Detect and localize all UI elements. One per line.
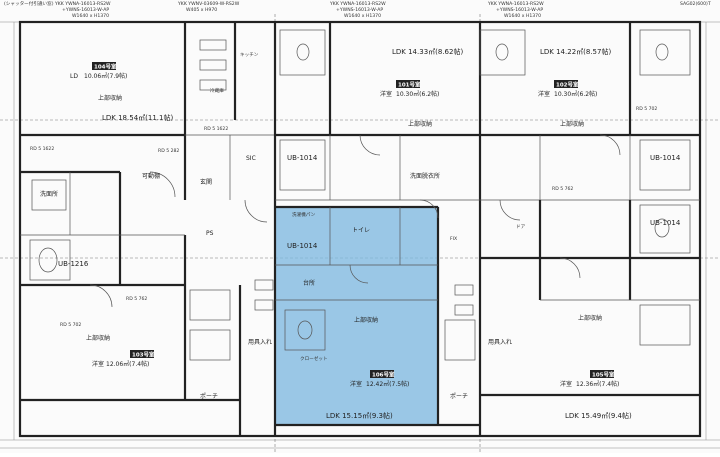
header-right-1-size: W1640 x H1370	[344, 13, 381, 19]
room-toilet: トイレ	[352, 227, 370, 234]
unit-104-tag-text: 104号室	[94, 63, 117, 71]
unit-101-area: 10.30㎡(6.2帖)	[396, 90, 439, 98]
room-kadoudana: 可動棚	[142, 172, 160, 180]
unit-102-tag-text: 102号室	[556, 81, 579, 89]
room-storage-104: 上部収納	[98, 94, 122, 102]
unit-105-room: 洋室	[560, 380, 572, 388]
unit-105-area: 12.36㎡(7.4帖)	[576, 380, 619, 388]
unit-105-tag-text: 105号室	[592, 371, 615, 379]
room-ub-d: UB-1014	[650, 219, 681, 227]
unit-103-tag-text: 103号室	[132, 351, 155, 359]
header-mid-left: YKK YWNV-03609-W-RS2W	[177, 1, 240, 7]
unit-tag-101: 101号室 洋室 10.30㎡(6.2帖)	[380, 80, 439, 98]
note-reizouko: 冷蔵庫	[210, 87, 224, 94]
unit-tag-104: 104号室 LD 10.06㎡(7.9帖)	[70, 62, 127, 80]
unit-102-room: 洋室	[538, 90, 550, 98]
room-storage-103: 上部収納	[86, 334, 110, 342]
header-right-1: YKK YWNA-16013-RS2W	[329, 1, 386, 7]
unit-106-room: 洋室	[350, 380, 362, 388]
room-yoguire-right: 用具入れ	[488, 339, 512, 346]
unit-102-area: 10.30㎡(6.2帖)	[554, 90, 597, 98]
unit-tag-103: 103号室 洋室 12.06㎡(7.4帖)	[92, 350, 155, 368]
highlighted-unit-106	[274, 206, 439, 426]
room-senmenjo: 洗面脱衣所	[410, 172, 440, 180]
room-sic: SIC	[246, 155, 256, 162]
fixtures	[38, 39, 670, 340]
header-note: (シャッター付引違い窓) YKK YWNA-16013-RS2W	[4, 0, 111, 7]
window-label-4: RD 5 282	[158, 148, 179, 154]
window-label-7: RD 5 762	[552, 186, 573, 192]
room-storage-105: 上部収納	[578, 314, 602, 322]
left-block-walls	[20, 22, 275, 436]
unit-tag-102: 102号室 洋室 10.30㎡(6.2帖)	[538, 80, 597, 98]
note-kitchen: キッチン	[240, 52, 259, 58]
unit-104-area: 10.06㎡(7.9帖)	[84, 72, 127, 80]
room-genkan: 玄関	[200, 178, 212, 186]
note-sentakuki: 洗濯機パン	[292, 211, 316, 218]
room-porch-right: ポーチ	[450, 392, 468, 400]
window-label-3: RD 5 762	[126, 296, 147, 302]
top-units-walls	[273, 22, 700, 436]
header-right-2-sub: +YWNS-16013-W-AP	[496, 7, 543, 13]
note-fix: FIX	[450, 236, 457, 242]
window-label-6: RD 5 702	[636, 106, 657, 112]
outer-walls	[18, 20, 702, 438]
window-label-2: RD 5 1622	[204, 126, 228, 132]
room-ub-c: UB-1014	[287, 242, 318, 250]
room-ldk-bottom-mid: LDK 15.15㎡(9.3帖)	[326, 411, 393, 420]
unit-106-tag-text: 106号室	[372, 371, 395, 379]
header-right-1-sub: +YWNS-16013-W-AP	[336, 7, 383, 13]
room-ldk-bottom-right: LDK 15.49㎡(9.4帖)	[565, 411, 632, 420]
room-yoguire-left: 用具入れ	[248, 339, 272, 346]
header-note-sub: +YWNS-16013-W-AP	[62, 7, 109, 13]
room-senmen: 洗面所	[40, 190, 58, 198]
header-right-2-size: W1640 x H1370	[504, 13, 541, 19]
header-far-right: SAG02(600)T	[680, 1, 711, 7]
room-storage-101: 上部収納	[408, 120, 432, 128]
room-ldk-top-right: LDK 14.22㎡(8.57帖)	[540, 47, 611, 56]
door-swings	[89, 134, 621, 308]
window-label-1: RD 5 1622	[30, 146, 54, 152]
room-ldk-top-left: LDK 14.33㎡(8.62帖)	[392, 47, 463, 56]
room-ldk-left-mid: LDK 18.54㎡(11.1帖)	[102, 113, 173, 122]
room-storage-102: 上部収納	[560, 120, 584, 128]
room-daidokoro: 台所	[303, 279, 315, 287]
unit-101-room: 洋室	[380, 90, 392, 98]
note-closet: クローゼット	[300, 355, 328, 362]
header-right-2: YKK YWNA-16013-RS2W	[487, 1, 544, 7]
room-ub-a: UB-1014	[287, 154, 318, 162]
room-ub-b: UB-1014	[650, 154, 681, 162]
unit-103-room: 洋室	[92, 360, 104, 368]
unit-106-area: 12.42㎡(7.5帖)	[366, 380, 409, 388]
room-storage-106: 上部収納	[354, 316, 378, 324]
room-porch-left: ポーチ	[200, 392, 218, 400]
note-doors: ドア	[516, 224, 526, 230]
window-label-5: RD 5 702	[60, 322, 81, 328]
unit-tag-106: 106号室 洋室 12.42㎡(7.5帖)	[350, 370, 409, 388]
room-ub-1216: UB-1216	[58, 260, 89, 268]
unit-103-area: 12.06㎡(7.4帖)	[106, 360, 149, 368]
unit-104-room: LD	[70, 73, 78, 80]
bottom-units-walls	[275, 200, 700, 427]
unit-tag-105: 105号室 洋室 12.36㎡(7.4帖)	[560, 370, 619, 388]
header-note-size: W1640 x H1370	[72, 13, 109, 19]
unit-101-tag-text: 101号室	[398, 81, 421, 89]
room-ps: PS	[206, 230, 214, 237]
header-mid-left-sub: W405 x H970	[186, 7, 217, 13]
